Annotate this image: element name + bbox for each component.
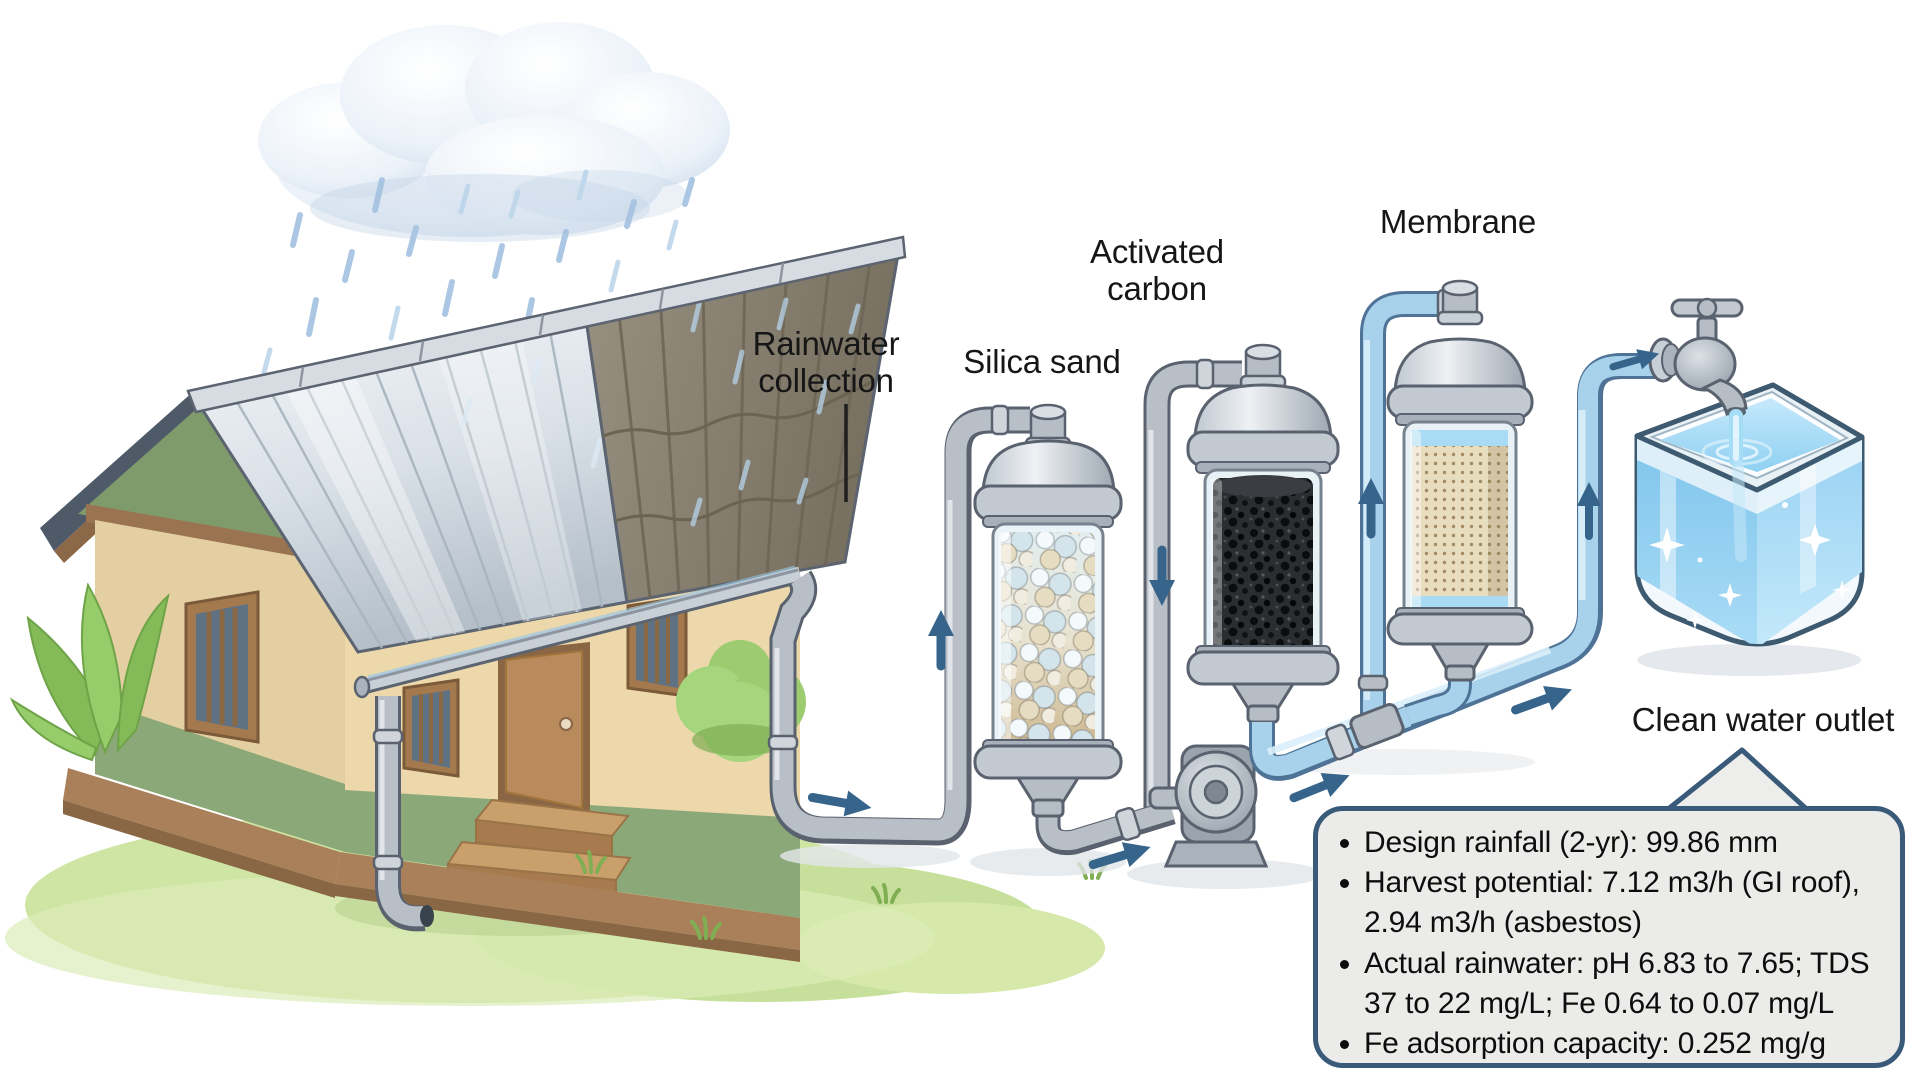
info-callout: Design rainfall (2-yr): 99.86 mm Harvest… — [1313, 806, 1905, 1068]
silica-sand-filter — [973, 403, 1123, 818]
label-silica-sand: Silica sand — [963, 343, 1121, 380]
treated-water-pipe — [1249, 288, 1655, 781]
label-rainwater-collection: Rainwater collection — [701, 325, 951, 400]
foundation — [63, 768, 800, 962]
flow-arrow-up — [1358, 478, 1384, 539]
collection-downspout — [767, 404, 1030, 846]
label-line: Activated — [1090, 233, 1224, 270]
window — [402, 678, 460, 778]
callout-pointer — [1660, 747, 1814, 816]
clean-water-tank — [1634, 382, 1865, 647]
carbon-feed-pipe — [1143, 358, 1242, 810]
callout-item: Harvest potential: 7.12 m3/h (GI roof), … — [1364, 863, 1886, 943]
label-line: collection — [758, 361, 894, 399]
rain-cloud — [258, 22, 730, 242]
sparkles — [1649, 502, 1852, 629]
bush — [9, 582, 170, 762]
callout-list: Design rainfall (2-yr): 99.86 mm Harvest… — [1328, 823, 1886, 1063]
water-tap — [1648, 297, 1748, 417]
flow-arrow-down — [1149, 545, 1175, 606]
activated-carbon-filter — [1186, 343, 1340, 724]
flow-arrow-up — [1577, 482, 1601, 540]
flow-arrow-right — [1088, 842, 1151, 870]
rain-gutter — [353, 565, 802, 699]
ridge-cap — [186, 235, 907, 414]
flow-arrow-right — [807, 790, 872, 817]
label-activated-carbon: Activated carbon — [1032, 233, 1282, 308]
water-pump — [1148, 744, 1269, 868]
flow-arrow-up — [928, 610, 954, 671]
silica-drain-pipe — [1035, 800, 1176, 856]
rake-board — [40, 390, 204, 551]
callout-item: Fe adsorption capacity: 0.252 mg/g — [1364, 1024, 1886, 1063]
callout-item: Actual rainwater: pH 6.83 to 7.65; TDS 3… — [1364, 944, 1886, 1024]
label-clean-water-outlet: Clean water outlet — [1631, 701, 1895, 738]
asbestos-roof-sheet — [583, 241, 902, 604]
gable-end-downspout — [372, 696, 434, 932]
label-line: Rainwater — [752, 325, 900, 362]
water-stream — [1729, 409, 1747, 562]
window — [184, 590, 260, 744]
flow-arrow-right — [1511, 686, 1572, 715]
flow-arrow-right — [1609, 349, 1660, 371]
membrane-filter — [1386, 279, 1534, 682]
door — [498, 642, 590, 818]
label-membrane: Membrane — [1379, 203, 1537, 240]
callout-item: Design rainfall (2-yr): 99.86 mm — [1364, 823, 1886, 863]
flow-arrow-right — [1289, 772, 1350, 803]
door-handle — [559, 717, 573, 731]
label-line: carbon — [1107, 269, 1207, 307]
